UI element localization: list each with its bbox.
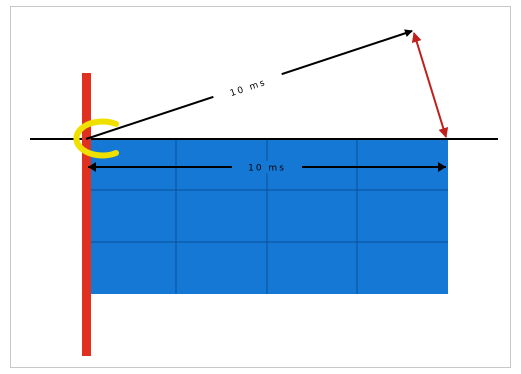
image-border (10, 6, 511, 368)
diagonal-label-bg (211, 69, 285, 105)
red-post (82, 73, 91, 356)
width-label: 10 ms (248, 164, 286, 174)
yellow-ring (73, 118, 119, 159)
vertical-double-arrow (411, 32, 449, 138)
width-label-bg (232, 161, 302, 173)
